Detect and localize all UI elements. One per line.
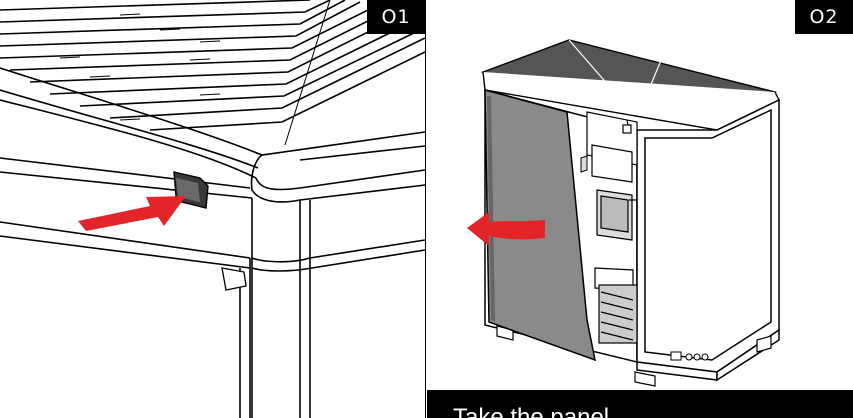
caption-text: Take the panel [453,404,610,418]
panel-tab [221,267,247,291]
top-frame [0,67,425,203]
case-corner-illustration [0,0,425,418]
push-arrow [78,196,186,231]
caption-bar: Take the panel [427,390,853,418]
case-feet [496,325,772,387]
case-interior [586,111,638,344]
case-corner [0,198,425,418]
step-number-badge: O1 [367,0,425,34]
step-number-badge: O2 [795,0,853,34]
open-arrow [467,212,545,246]
case-open-illustration [467,39,780,387]
step-2-panel: O2 Take the panel [427,0,853,418]
front-io [670,351,709,361]
step-1-panel: O1 [0,0,426,418]
top-vent-slats [0,0,425,131]
